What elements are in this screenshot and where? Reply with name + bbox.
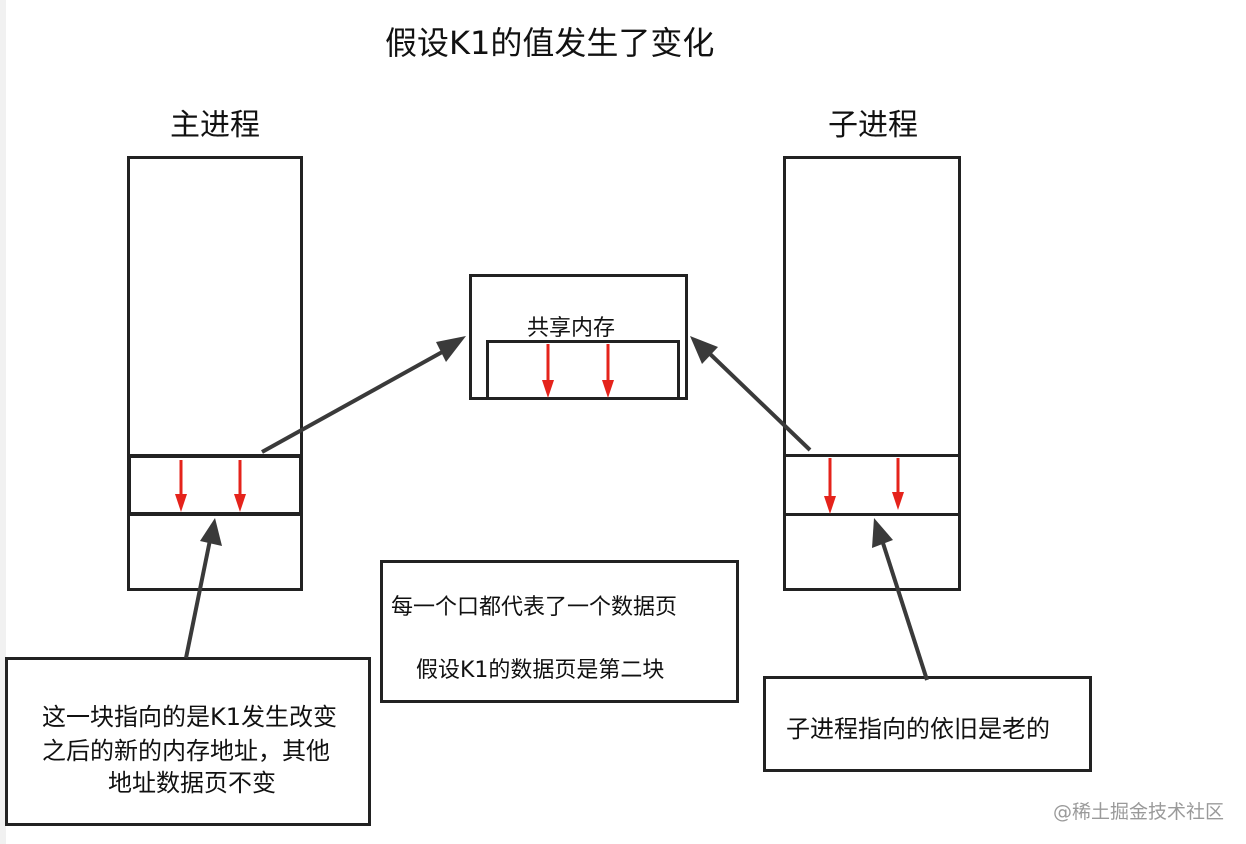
child-process-label: 子进程 (828, 108, 918, 143)
note-main-process (5, 657, 371, 826)
watermark: @稀土掘金技术社区 (1052, 801, 1224, 823)
shared-memory-label: 共享内存 (527, 316, 616, 341)
left-edge-strip (0, 0, 6, 844)
diagram-title: 假设K1的值发生了变化 (385, 24, 715, 62)
main-process-label: 主进程 (170, 108, 260, 143)
note-child-line-1: 子进程指向的依旧是老的 (786, 715, 1050, 743)
main-process-page-k1 (127, 454, 303, 516)
arrow-main-to-shared (261, 336, 466, 454)
note-main-line-3: 地址数据页不变 (108, 769, 276, 797)
note-center (380, 560, 739, 703)
arrow-note-to-child-page (872, 518, 929, 681)
arrow-child-to-shared (690, 336, 812, 452)
shared-memory-page (486, 340, 680, 400)
note-center-line-2: 假设K1的数据页是第二块 (416, 658, 665, 683)
pointer-marks-shared (542, 344, 614, 398)
pointer-marks-child (824, 458, 904, 514)
note-center-line-1: 每一个口都代表了一个数据页 (391, 595, 678, 620)
arrow-note-to-main-page (184, 518, 222, 659)
child-process-memory (783, 156, 961, 591)
note-main-line-2: 之后的新的内存地址，其他 (42, 737, 330, 765)
note-main-line-1: 这一块指向的是K1发生改变 (42, 703, 338, 731)
child-process-page-k1 (783, 454, 961, 516)
pointer-marks-main (175, 460, 246, 512)
main-process-memory (127, 156, 303, 591)
